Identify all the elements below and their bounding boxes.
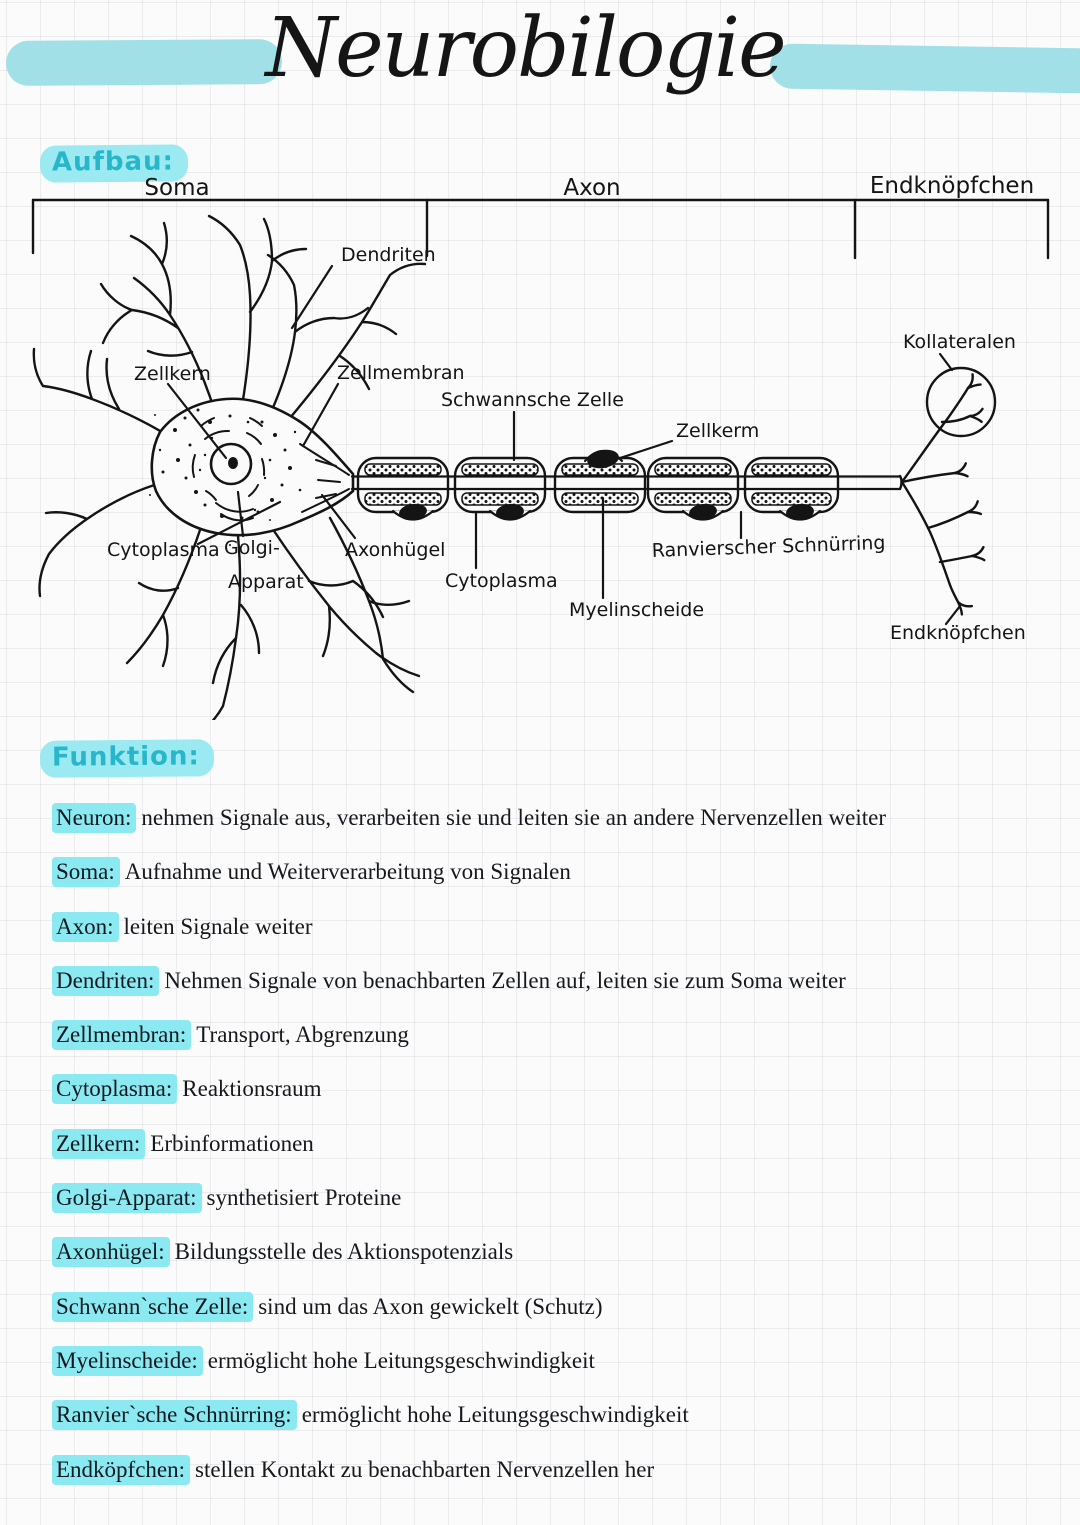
definition-text: synthetisiert Proteine — [206, 1185, 402, 1211]
endknoepfchen-feet — [952, 373, 986, 616]
title-highlight-bar-right — [769, 43, 1080, 94]
definition-term: Soma: — [52, 857, 120, 888]
diagram-label-golgi-line2: Apparat — [228, 571, 304, 593]
definition-text: Erbinformationen — [150, 1130, 314, 1156]
definition-text: Bildungsstelle des Aktionspotenzials — [174, 1239, 514, 1265]
diagram-label-zellmembran: Zellmembran — [337, 362, 465, 384]
section-heading-funktion: Funktion: — [39, 739, 215, 778]
definition-row: Zellmembran:Transport, Abgrenzung — [52, 1008, 1052, 1062]
diagram-label-endknoepfchen-terminal: Endknöpfchen — [890, 622, 1026, 644]
definition-text: ermöglicht hohe Leitungsgeschwindigkeit — [207, 1347, 595, 1373]
definition-text: nehmen Signale aus, verarbeiten sie und … — [141, 805, 886, 830]
definition-term: Schwann`sche Zelle: — [52, 1291, 254, 1322]
diagram-label-cytoplasma-axon: Cytoplasma — [445, 570, 558, 592]
soma — [149, 397, 355, 546]
definition-text: sind um das Axon gewickelt (Schutz) — [258, 1293, 603, 1319]
definition-term: Cytoplasma: — [52, 1074, 178, 1105]
diagram-label-axonhuegel: Axonhügel — [345, 539, 445, 561]
axon-terminal — [898, 366, 997, 616]
bracket-label-soma: Soma — [144, 175, 209, 201]
diagram-label-kollateralen: Kollateralen — [903, 331, 1016, 353]
definition-row: Axon:leiten Signale weiter — [52, 900, 1052, 954]
definition-row: Golgi-Apparat:synthetisiert Proteine — [52, 1171, 1052, 1225]
axon-hillock — [299, 443, 350, 513]
bracket-lines — [31, 198, 1050, 260]
title-highlight-bar-left — [5, 39, 283, 86]
definition-row: Soma:Aufnahme und Weiterverarbeitung von… — [52, 845, 1052, 899]
definition-term: Zellmembran: — [52, 1020, 192, 1051]
definition-row: Endköpfchen:stellen Kontakt zu benachbar… — [52, 1443, 1052, 1497]
diagram-label-zellkern: Zellkern — [134, 363, 211, 385]
definition-row: Zellkern:Erbinformationen — [52, 1117, 1052, 1171]
definition-term: Zellkern: — [52, 1128, 146, 1159]
dendrites — [32, 214, 427, 720]
definition-term: Endköpfchen: — [52, 1454, 191, 1485]
label-leader-lines — [166, 264, 962, 626]
definition-term: Golgi-Apparat: — [52, 1183, 202, 1214]
definition-row: Ranvier`sche Schnürring:ermöglicht hohe … — [52, 1388, 1052, 1442]
definition-text: leiten Signale weiter — [123, 913, 313, 939]
page-title: Neurobilogie — [265, 1, 786, 96]
bracket-label-axon: Axon — [563, 175, 620, 201]
neuron-diagram: Soma Axon Endknöpfchen — [31, 173, 1050, 720]
definition-text: stellen Kontakt zu benachbarten Nervenze… — [195, 1456, 655, 1482]
golgi-apparatus — [191, 417, 266, 522]
definition-row: Cytoplasma:Reaktionsraum — [52, 1062, 1052, 1116]
nucleolus — [228, 457, 238, 469]
axon-line — [350, 475, 902, 491]
diagram-label-myelinscheide: Myelinscheide — [569, 599, 704, 621]
definition-text: ermöglicht hohe Leitungsgeschwindigkeit — [301, 1402, 689, 1428]
definition-term: Axonhügel: — [52, 1237, 170, 1268]
kollateralen-circle — [925, 366, 997, 438]
definition-term: Dendriten: — [52, 965, 160, 996]
definition-text: Transport, Abgrenzung — [196, 1022, 409, 1048]
diagram-label-cytoplasma-soma: Cytoplasma — [107, 539, 220, 561]
diagram-label-golgi-line1: Golgi- — [224, 537, 280, 559]
diagram-label-dendriten: Dendriten — [341, 244, 436, 266]
diagram-label-ranvierscher-schnuerring: Ranvierscher Schnürring — [651, 532, 885, 562]
definition-row: Neuron:nehmen Signale aus, verarbeiten s… — [52, 791, 1052, 845]
definition-text: Aufnahme und Weiterverarbeitung von Sign… — [124, 859, 571, 885]
diagram-label-schwannsche-zelle: Schwannsche Zelle — [441, 389, 624, 411]
definition-term: Myelinscheide: — [52, 1345, 203, 1376]
myelin-bands — [364, 463, 832, 506]
definition-text: Nehmen Signale von benachbarten Zellen a… — [164, 967, 846, 993]
diagram-label-zellkerm: Zellkerm — [676, 420, 759, 442]
definition-row: Dendriten:Nehmen Signale von benachbarte… — [52, 954, 1052, 1008]
definition-term: Neuron: — [52, 803, 137, 833]
definition-term: Ranvier`sche Schnürring: — [52, 1400, 297, 1431]
definition-text: Reaktionsraum — [182, 1076, 322, 1102]
myelin-segments — [356, 449, 840, 521]
definition-row: Schwann`sche Zelle:sind um das Axon gewi… — [52, 1280, 1052, 1334]
definitions-list: Neuron:nehmen Signale aus, verarbeiten s… — [52, 791, 1052, 1497]
schwann-nuclei — [399, 449, 814, 521]
bracket-label-endknoepfchen: Endknöpfchen — [870, 173, 1034, 199]
definition-term: Axon: — [52, 911, 119, 942]
cytoplasm-dots — [149, 408, 302, 546]
definition-row: Myelinscheide:ermöglicht hohe Leitungsge… — [52, 1334, 1052, 1388]
definition-row: Axonhügel:Bildungsstelle des Aktionspote… — [52, 1225, 1052, 1279]
